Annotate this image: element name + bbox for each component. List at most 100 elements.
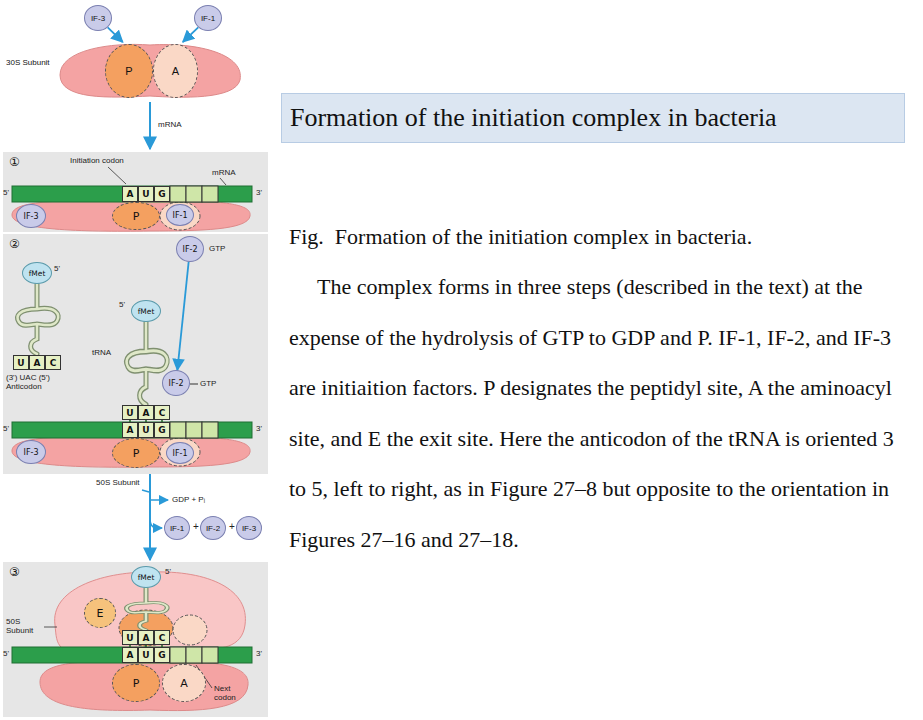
node-text: A (143, 633, 150, 643)
end-mark: 5' (119, 300, 125, 309)
part-name: tRNA (92, 348, 111, 357)
node-text: G (158, 425, 165, 435)
node-text: A (143, 408, 150, 418)
node-text: fMet (138, 307, 155, 316)
base-box: G (154, 422, 170, 438)
node-text: IF-2 (183, 245, 198, 254)
leader-line (44, 627, 57, 628)
codon-boxes (170, 647, 218, 663)
part-name: 50S Subunit (96, 478, 140, 487)
panel-ground (3, 152, 268, 232)
base-box: A (29, 355, 45, 370)
node-text: G (158, 189, 165, 199)
factor-circle: IF-2 (176, 236, 204, 262)
panel-ground (3, 234, 268, 474)
base-box: A (138, 630, 154, 645)
node-text: C (50, 358, 57, 368)
factor-circle: IF-1 (194, 5, 222, 31)
figure-caption: Fig. Formation of the initiation complex… (289, 212, 752, 263)
leader-line (220, 178, 226, 185)
ribosome-subunit (40, 661, 248, 711)
end-mark: 3' (256, 424, 262, 433)
plus-sign: + (229, 521, 235, 533)
node-text: IF-1 (201, 14, 215, 23)
step-panel: ②IF-2fMetUACfMetIF-2UACAUGPIF-1IF-3 (3, 234, 268, 474)
node-text: IF-3 (24, 212, 39, 221)
base-box: C (154, 405, 170, 420)
node-text: P (125, 65, 132, 77)
end-mark: 5' (3, 188, 9, 197)
subunit-name: 30S Subunit (6, 58, 50, 67)
panel-ground (3, 562, 268, 717)
end-mark: 5' (3, 424, 9, 433)
node-text: P (133, 210, 140, 223)
flow-arrow (149, 102, 151, 149)
step-number: ③ (9, 565, 20, 579)
end-mark: 3' (256, 188, 262, 197)
node-text: IF-1 (173, 449, 188, 458)
codon-boxes (170, 422, 218, 438)
node-text: C (159, 408, 166, 418)
base-box: U (138, 186, 154, 202)
leader-line (108, 167, 126, 184)
node-text: A (180, 677, 188, 690)
node-text: U (126, 633, 133, 643)
molecule-name: GDP + Pᵢ (172, 495, 205, 504)
factor-circle: IF-2 (200, 516, 226, 540)
base-box: U (13, 355, 29, 370)
part-name: Next codon (214, 684, 244, 702)
subunit-region: 30S SubunitPA (60, 42, 245, 100)
ribosome-subunit (12, 200, 250, 231)
base-box: A (122, 186, 138, 202)
caption-body: The complex forms in three steps (descri… (289, 262, 911, 565)
site-oval: A (153, 44, 198, 98)
mrna-strand (12, 422, 252, 438)
end-mark: 3' (256, 649, 262, 658)
node-text: A (127, 650, 134, 660)
node-text: IF-1 (173, 211, 188, 220)
site-oval: P (112, 664, 160, 702)
site-oval: P (105, 44, 153, 98)
node-text: IF-2 (206, 524, 220, 533)
fmet-circle: fMet (131, 300, 161, 322)
end-mark: 5' (3, 649, 9, 658)
node-text: U (126, 408, 133, 418)
node-text: A (127, 189, 134, 199)
fmet-circle: fMet (131, 566, 161, 588)
site-oval: E (84, 598, 116, 628)
factor-circle: IF-3 (236, 516, 262, 540)
factor-circle: IF-2 (162, 370, 190, 396)
node-text: A (127, 425, 134, 435)
flow-arrow (150, 518, 162, 528)
node-text: A (34, 358, 41, 368)
node-text: Formation of the initiation complex in b… (290, 103, 777, 133)
step-panel: ①AUGPIF-3IF-1 (3, 152, 268, 232)
node-text: P (133, 677, 140, 690)
node-text: IF-1 (170, 524, 184, 533)
bond-line (190, 384, 198, 385)
trna-molecule (18, 284, 59, 354)
node-text: U (142, 650, 149, 660)
molecule-name: GTP (209, 244, 225, 253)
node-text: G (158, 650, 165, 660)
site-oval: A (162, 664, 206, 702)
flow-arrow (149, 474, 151, 560)
site-oval (173, 615, 207, 645)
factor-circle: IF-1 (166, 442, 194, 464)
node-text: U (17, 358, 24, 368)
flow-arrow (177, 262, 188, 370)
molecule-name: GTP (200, 379, 216, 388)
site-oval: P (112, 202, 160, 230)
part-name: 50S Subunit (6, 617, 42, 635)
node-text: U (142, 189, 149, 199)
node-text: E (97, 607, 104, 620)
node-text: A (172, 65, 179, 77)
node-text: IF-3 (91, 14, 105, 23)
plus-sign: + (193, 521, 199, 533)
node-text: C (159, 633, 166, 643)
base-box: U (138, 647, 154, 663)
flow-arrow (108, 27, 123, 42)
site-oval (160, 438, 200, 466)
